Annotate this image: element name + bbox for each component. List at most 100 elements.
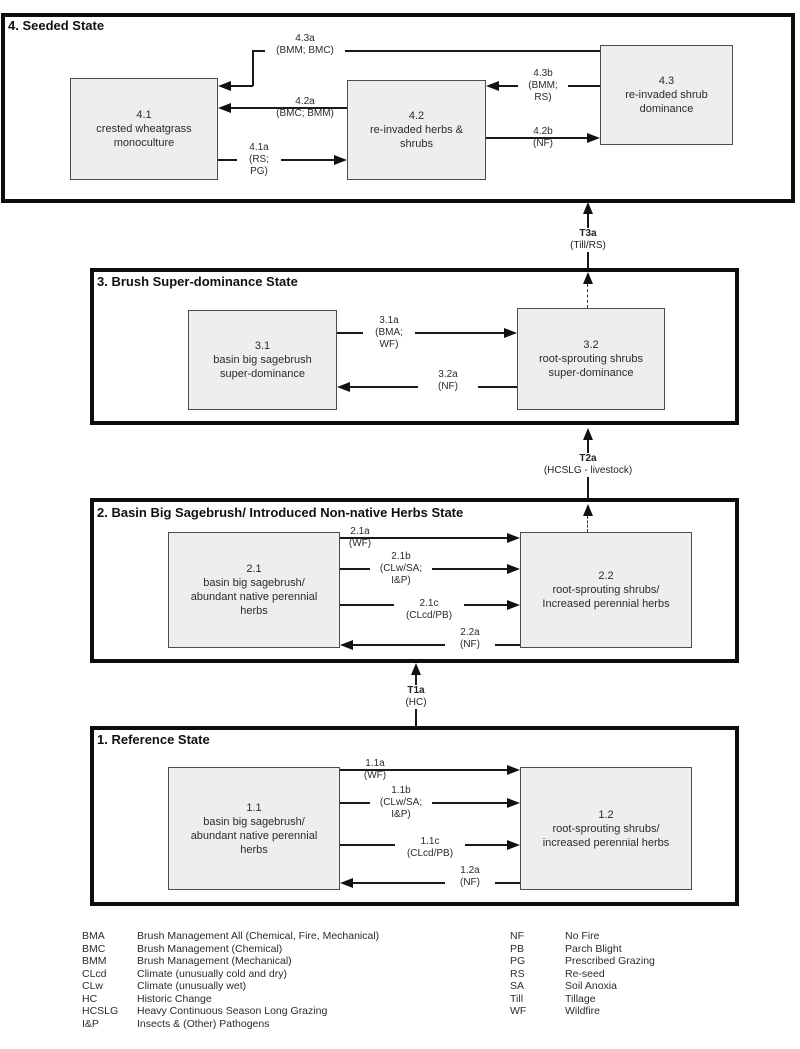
transition-t2a-arrowhead-icon xyxy=(583,428,593,440)
legend-definition: Brush Management (Mechanical) xyxy=(137,955,292,967)
legend-row: Till Tillage xyxy=(510,993,655,1006)
legend-definition: Soil Anoxia xyxy=(565,980,617,992)
box-4-1: 4.1 crested wheatgrass monoculture xyxy=(70,78,218,180)
legend-right-column: NF No Fire PB Parch Blight PG Prescribed… xyxy=(510,930,655,1018)
legend-definition: Climate (unusually cold and dry) xyxy=(137,967,287,980)
arrow-4-2b-line xyxy=(486,137,588,139)
transition-t3a-inner-arrowhead-icon xyxy=(583,272,593,284)
legend-row: RS Re-seed xyxy=(510,968,655,981)
legend-row: SA Soil Anoxia xyxy=(510,980,655,993)
state-4-title: 4. Seeded State xyxy=(8,18,105,33)
box-2-2: 2.2 root-sprouting shrubs/ Increased per… xyxy=(520,532,692,648)
arrow-1-1a-line xyxy=(340,769,508,771)
transition-t2a-inner-arrowhead-icon xyxy=(583,504,593,516)
arrow-4-3a-top-segment xyxy=(252,50,600,52)
legend-abbr: BMM xyxy=(82,955,107,967)
legend-abbr: WF xyxy=(510,1005,527,1017)
legend-row: I&P Insects & (Other) Pathogens xyxy=(82,1018,379,1031)
arrow-4-1a-arrowhead-icon xyxy=(334,155,347,165)
arrow-label-2-2a: 2.2a (NF) xyxy=(445,627,495,651)
transition-t3a-label: T3a (Till/RS) xyxy=(548,228,628,252)
arrow-label-2-1b: 2.1b (CLw/SA; I&P) xyxy=(370,551,432,587)
arrow-label-3-1a: 3.1a (BMA; WF) xyxy=(363,315,415,351)
legend-abbr: SA xyxy=(510,980,525,992)
transition-t3a-dashed-line xyxy=(587,284,588,308)
legend-definition: Heavy Continuous Season Long Grazing xyxy=(137,1005,328,1017)
arrow-1-2a-line xyxy=(353,882,520,884)
transition-t1a-arrowhead-icon xyxy=(411,663,421,675)
arrow-label-1-2a: 1.2a (NF) xyxy=(445,865,495,889)
arrow-1-2a-arrowhead-icon xyxy=(340,878,353,888)
legend-definition: No Fire xyxy=(565,930,600,942)
legend-abbr: BMC xyxy=(82,942,106,955)
legend-abbr: CLw xyxy=(82,980,104,992)
legend-abbr: PB xyxy=(510,942,525,955)
legend-definition: Prescribed Grazing xyxy=(565,955,655,967)
transition-t3a-code: T3a xyxy=(579,228,597,239)
arrow-4-2a-arrowhead-icon xyxy=(218,103,231,113)
legend-row: BMM Brush Management (Mechanical) xyxy=(82,955,379,968)
state-1-title: 1. Reference State xyxy=(97,732,210,747)
legend-definition: Parch Blight xyxy=(565,942,622,955)
legend-row: WF Wildfire xyxy=(510,1005,655,1018)
legend-row: PB Parch Blight xyxy=(510,943,655,956)
arrow-3-2a-arrowhead-icon xyxy=(337,382,350,392)
legend-abbr: HC xyxy=(82,992,98,1005)
box-3-2: 3.2 root-sprouting shrubs super-dominanc… xyxy=(517,308,665,410)
transition-t1a-code: T1a xyxy=(407,685,425,696)
transition-t1a-label: T1a (HC) xyxy=(386,685,446,709)
arrow-2-2a-arrowhead-icon xyxy=(340,640,353,650)
arrow-1-1c-arrowhead-icon xyxy=(507,840,520,850)
legend-row: NF No Fire xyxy=(510,930,655,943)
arrow-label-2-1a: 2.1a (WF) xyxy=(348,526,372,549)
legend-definition: Brush Management (Chemical) xyxy=(137,942,283,955)
arrow-label-2-1c: 2.1c (CLcd/PB) xyxy=(394,598,464,622)
legend-row: HC Historic Change xyxy=(82,993,379,1006)
legend-definition: Insects & (Other) Pathogens xyxy=(137,1017,270,1030)
transition-t3a-cause: (Till/RS) xyxy=(570,240,606,251)
arrow-label-1-1a: 1.1a (WF) xyxy=(363,758,387,781)
legend-abbr: BMA xyxy=(82,930,105,942)
arrow-label-1-1c: 1.1c (CLcd/PB) xyxy=(395,836,465,860)
legend-abbr: Till xyxy=(510,992,524,1005)
legend-left-column: BMA Brush Management All (Chemical, Fire… xyxy=(82,930,379,1030)
arrow-4-3a-vertical-segment xyxy=(252,50,254,86)
arrow-1-1a-arrowhead-icon xyxy=(507,765,520,775)
legend-abbr: HCSLG xyxy=(82,1005,119,1017)
arrow-4-3a-end-segment xyxy=(231,85,253,87)
box-1-1: 1.1 basin big sagebrush/ abundant native… xyxy=(168,767,340,890)
arrow-2-1a-line xyxy=(340,537,508,539)
arrow-2-2a-line xyxy=(353,644,520,646)
arrow-2-1c-arrowhead-icon xyxy=(507,600,520,610)
legend-row: CLw Climate (unusually wet) xyxy=(82,980,379,993)
transition-t2a-code: T2a xyxy=(579,453,597,464)
legend-definition: Historic Change xyxy=(137,992,212,1005)
legend-row: BMC Brush Management (Chemical) xyxy=(82,943,379,956)
arrow-label-4-3a: 4.3a (BMM; BMC) xyxy=(265,33,345,57)
transition-t1a-cause: (HC) xyxy=(405,697,427,708)
box-3-1: 3.1 basin big sagebrush super-dominance xyxy=(188,310,337,410)
legend-definition: Wildfire xyxy=(565,1005,601,1017)
legend-row: BMA Brush Management All (Chemical, Fire… xyxy=(82,930,379,943)
arrow-2-1b-arrowhead-icon xyxy=(507,564,520,574)
arrow-label-3-2a: 3.2a (NF) xyxy=(418,369,478,393)
arrow-3-1a-line xyxy=(337,332,505,334)
arrow-label-4-1a: 4.1a (RS; PG) xyxy=(237,142,281,178)
arrow-4-3b-arrowhead-icon xyxy=(486,81,499,91)
box-2-1: 2.1 basin big sagebrush/ abundant native… xyxy=(168,532,340,648)
legend-abbr: I&P xyxy=(82,1017,99,1030)
legend-definition: Tillage xyxy=(565,992,596,1005)
transition-t3a-arrowhead-icon xyxy=(583,202,593,214)
legend-definition: Re-seed xyxy=(565,967,605,980)
arrow-4-2b-arrowhead-icon xyxy=(587,133,600,143)
arrow-1-1b-arrowhead-icon xyxy=(507,798,520,808)
legend-abbr: PG xyxy=(510,955,526,967)
legend-row: CLcd Climate (unusually cold and dry) xyxy=(82,968,379,981)
arrow-label-1-1b: 1.1b (CLw/SA; I&P) xyxy=(370,785,432,821)
legend-abbr: NF xyxy=(510,930,524,942)
arrow-2-1a-arrowhead-icon xyxy=(507,533,520,543)
box-4-2: 4.2 re-invaded herbs & shrubs xyxy=(347,80,486,180)
arrow-label-4-3b: 4.3b (BMM; RS) xyxy=(518,68,568,104)
legend-abbr: RS xyxy=(510,967,525,980)
